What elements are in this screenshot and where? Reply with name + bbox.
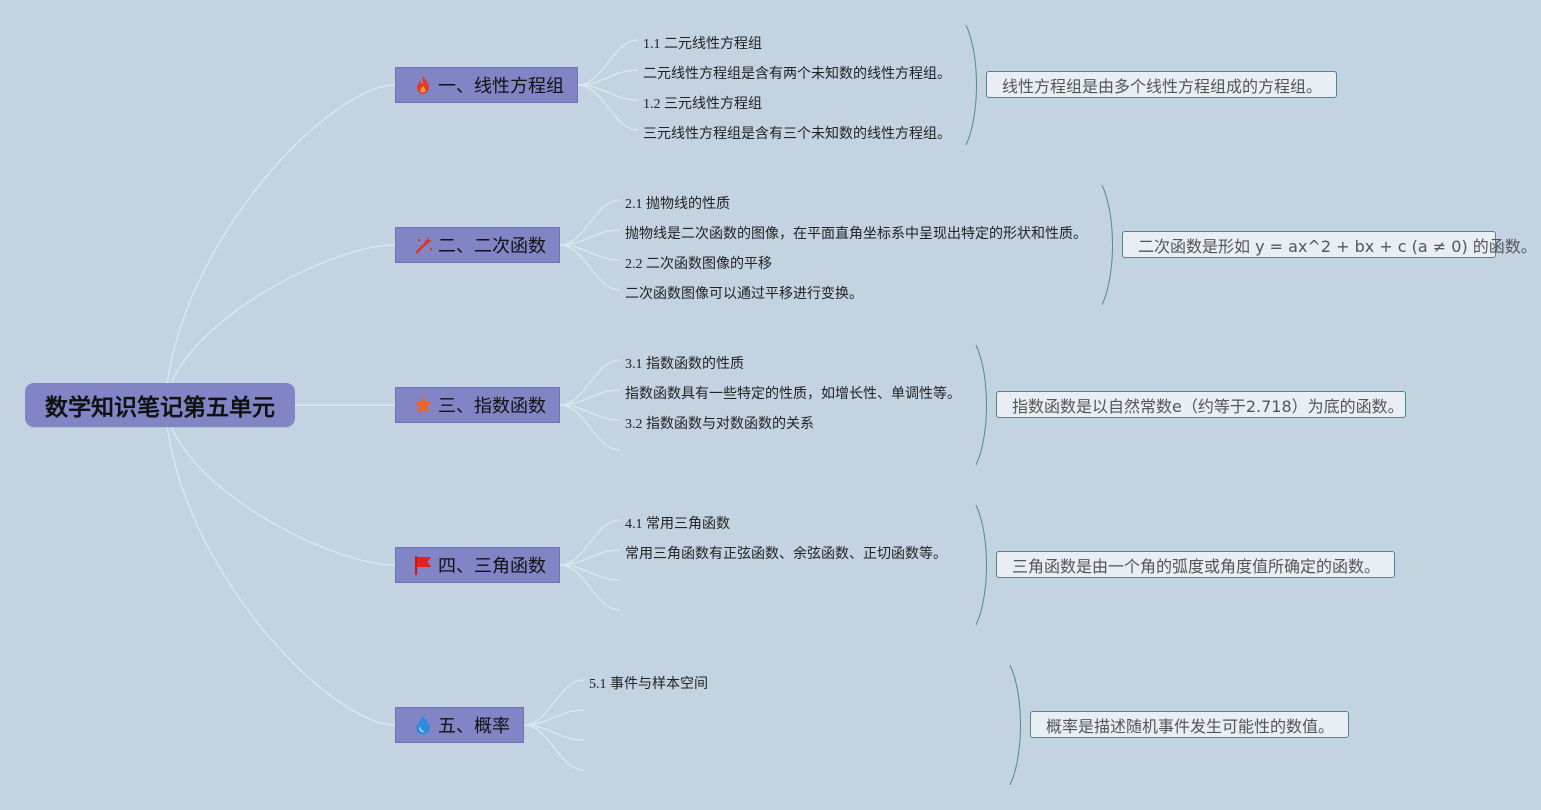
- connector-line: [523, 709, 585, 726]
- connector-line: [559, 199, 621, 246]
- subtopic-text[interactable]: 二次函数图像可以通过平移进行变换。: [625, 286, 863, 302]
- summary-bracket: [965, 24, 977, 146]
- connector-line: [559, 404, 621, 451]
- summary-box[interactable]: 二次函数是形如 y = ax^2 + bx + c (a ≠ 0) 的函数。: [1122, 231, 1537, 258]
- summary-bracket: [975, 344, 987, 466]
- summary-bracket: [1101, 184, 1113, 306]
- summary-box[interactable]: 三角函数是由一个角的弧度或角度值所确定的函数。: [996, 551, 1395, 578]
- branch-label: 一、线性方程组: [438, 76, 564, 97]
- connector-line: [559, 389, 621, 406]
- subtopic-heading[interactable]: 3.2 指数函数与对数函数的关系: [625, 417, 814, 432]
- subtopic-heading[interactable]: 2.1 抛物线的性质: [625, 197, 730, 212]
- subtopic-heading[interactable]: 3.1 指数函数的性质: [625, 357, 744, 372]
- subtopic-text[interactable]: 抛物线是二次函数的图像，在平面直角坐标系中呈现出特定的形状和性质。: [625, 226, 1087, 242]
- connector-line: [164, 404, 396, 726]
- connector-line: [577, 39, 639, 86]
- summary-bracket: [975, 504, 987, 626]
- connector-line: [577, 69, 639, 86]
- subtopic-heading[interactable]: 5.1 事件与样本空间: [589, 677, 708, 692]
- branch-label: 二、二次函数: [438, 236, 546, 257]
- connector-line: [164, 404, 396, 566]
- root-topic[interactable]: 数学知识笔记第五单元: [25, 383, 295, 427]
- connector-line: [559, 519, 621, 566]
- connector-line: [559, 549, 621, 566]
- connector-line: [523, 679, 585, 726]
- water-drop-icon: [412, 714, 434, 736]
- connector-line: [164, 84, 396, 406]
- fire-icon: [412, 74, 434, 96]
- star-icon: [412, 394, 434, 416]
- summary-box[interactable]: 概率是描述随机事件发生可能性的数值。: [1030, 711, 1349, 738]
- branch-label: 五、概率: [438, 716, 510, 737]
- subtopic-heading[interactable]: 1.2 三元线性方程组: [643, 97, 762, 112]
- branch-trigonometric-functions[interactable]: 四、三角函数: [395, 547, 560, 583]
- connector-line: [559, 244, 621, 291]
- flag-icon: [412, 554, 434, 576]
- connector-line: [164, 244, 396, 406]
- branch-linear-equations[interactable]: 一、线性方程组: [395, 67, 578, 103]
- root-topic-label: 数学知识笔记第五单元: [45, 395, 275, 421]
- subtopic-heading[interactable]: 4.1 常用三角函数: [625, 517, 730, 532]
- branch-probability[interactable]: 五、概率: [395, 707, 524, 743]
- summary-bracket: [1009, 664, 1021, 786]
- subtopic-text[interactable]: 常用三角函数有正弦函数、余弦函数、正切函数等。: [625, 546, 947, 562]
- summary-box[interactable]: 指数函数是以自然常数e（约等于2.718）为底的函数。: [996, 391, 1406, 418]
- branch-exponential-functions[interactable]: 三、指数函数: [395, 387, 560, 423]
- branch-label: 三、指数函数: [438, 396, 546, 417]
- subtopic-text[interactable]: 指数函数具有一些特定的性质，如增长性、单调性等。: [625, 386, 961, 402]
- subtopic-text[interactable]: 二元线性方程组是含有两个未知数的线性方程组。: [643, 66, 951, 82]
- subtopic-text[interactable]: 三元线性方程组是含有三个未知数的线性方程组。: [643, 126, 951, 142]
- connector-line: [559, 359, 621, 406]
- magic-wand-icon: [412, 234, 434, 256]
- summary-box[interactable]: 线性方程组是由多个线性方程组成的方程组。: [986, 71, 1337, 98]
- subtopic-heading[interactable]: 2.2 二次函数图像的平移: [625, 257, 772, 272]
- connector-line: [577, 84, 639, 131]
- subtopic-heading[interactable]: 1.1 二元线性方程组: [643, 37, 762, 52]
- connector-line: [559, 564, 621, 611]
- branch-label: 四、三角函数: [438, 556, 546, 577]
- connector-line: [523, 724, 585, 771]
- connector-line: [559, 229, 621, 246]
- branch-quadratic-functions[interactable]: 二、二次函数: [395, 227, 560, 263]
